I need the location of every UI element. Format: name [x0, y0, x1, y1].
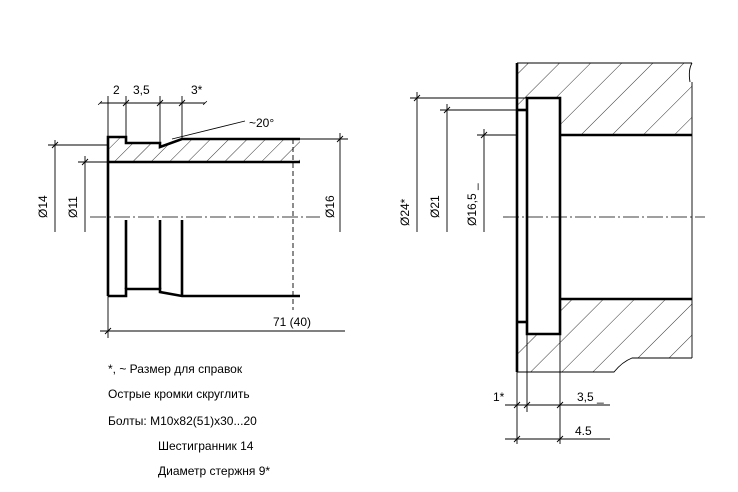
tick: [556, 435, 564, 443]
dim-dia16: Ø16: [323, 195, 337, 218]
note-bolts: Болты: М10х82(51)х30...20: [108, 414, 257, 428]
dim-dia16-5: Ø16,5 _: [465, 183, 479, 226]
housing-bottom-hatch: [517, 299, 692, 372]
tick: [513, 435, 521, 443]
tick: [523, 401, 531, 409]
note-reference: *, ~ Размер для справок: [108, 362, 243, 376]
left-outer-profile: [106, 135, 300, 162]
tick: [51, 141, 59, 149]
note-hexagon: Шестигранник 14: [158, 439, 254, 453]
housing-top-break: [688, 62, 693, 83]
tick: [336, 135, 344, 143]
tick: [413, 94, 421, 102]
dim-dia24: Ø24*: [398, 198, 412, 226]
dim-dia11: Ø11: [66, 196, 80, 218]
tick: [178, 99, 186, 107]
tick: [513, 401, 521, 409]
right-view: Ø24* Ø21 Ø16,5 _ 1* 3,5 _ 4.5: [398, 62, 705, 444]
dim-1: 1*: [493, 390, 505, 404]
dim-length: 71 (40): [273, 315, 311, 329]
tick: [556, 401, 564, 409]
tick: [104, 327, 112, 335]
tick: [81, 158, 89, 166]
dim-4-5: 4.5: [575, 424, 592, 438]
dim-2: 2: [113, 83, 120, 97]
dim-dia21: Ø21: [428, 195, 442, 218]
tick: [443, 106, 451, 114]
left-view: 2 3,5 3* ~20° Ø14 Ø11 Ø16 71 (40): [36, 83, 348, 338]
tick: [156, 99, 164, 107]
counterbore: [525, 96, 562, 336]
tick: [480, 131, 488, 139]
angle-leader: [171, 120, 246, 140]
left-bottom-profile: [108, 287, 300, 298]
dim-3: 3*: [191, 83, 203, 97]
tick: [122, 99, 130, 107]
dim-angle: ~20°: [249, 116, 274, 130]
dim-dia14: Ø14: [36, 195, 50, 218]
dim-3-5: 3,5: [133, 83, 150, 97]
note-edges: Острые кромки скруглить: [108, 387, 250, 401]
housing-bottom-break: [517, 357, 692, 373]
left-section-hatch: [108, 137, 300, 162]
dim-3-5-right: 3,5 _: [577, 390, 604, 404]
note-rod-diameter: Диаметр стержня 9*: [158, 464, 271, 478]
